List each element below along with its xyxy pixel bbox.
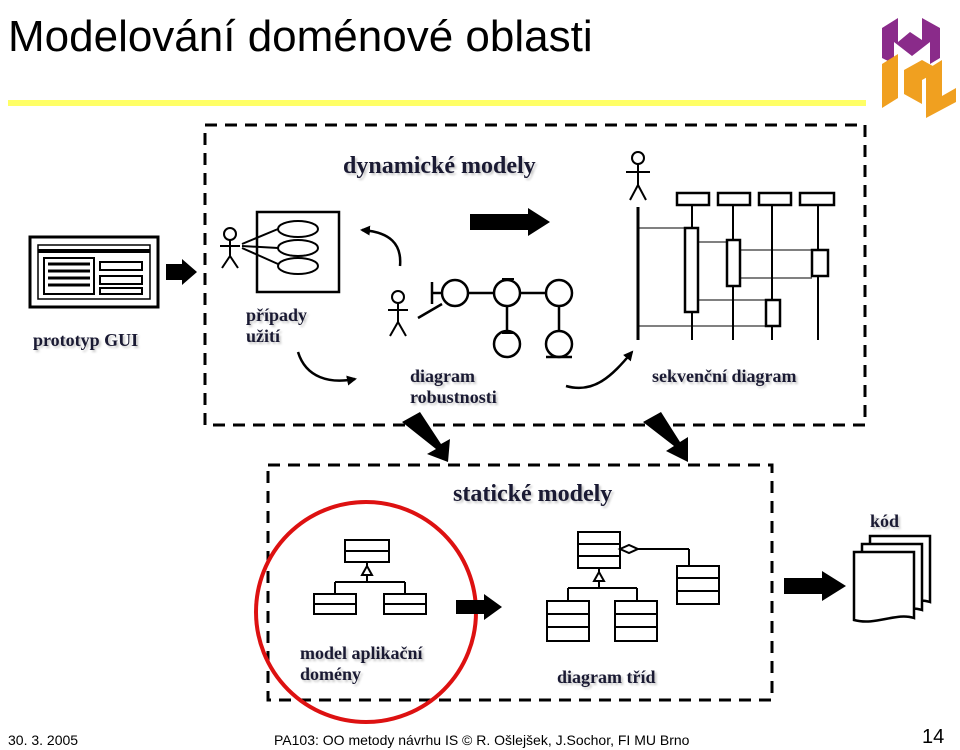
prototype-to-usecases-arrow [166,259,197,285]
gui-prototype-label: prototyp GUI [33,330,139,350]
robustness-diagram-icon [388,278,574,359]
use-cases-label: případy užití [246,305,308,346]
code-label: kód [870,511,900,531]
page-number: 14 [922,726,945,748]
dynamic-models-frame [203,123,867,427]
robustness-to-static-arrow [402,412,450,462]
robustness-to-sequence-arrow [565,350,634,390]
robustness-to-usecases-arrow [360,225,402,267]
sequence-to-static-arrow [643,412,688,462]
class-diagram-icon [546,531,720,642]
slide-title: Modelování doménové oblasti [8,12,593,61]
class-diagram-label: diagram tříd [557,667,656,687]
domain-model-label: model aplikační domény [300,643,423,684]
dynamic-models-label: dynamické modely [343,153,536,179]
domain-model-icon [313,539,427,615]
robustness-to-sequence-thick-arrow [470,208,550,236]
domain-to-class-arrow [456,594,502,620]
static-models-label: statické modely [453,481,613,507]
footer-date: 30. 3. 2005 [8,732,79,748]
sequence-diagram-icon [626,151,836,340]
use-case-diagram-icon [220,210,341,294]
robustness-diagram-label: diagram robustnosti [410,366,497,407]
gui-prototype-icon [28,235,160,309]
usecases-to-robustness-arrow [296,351,357,386]
title-underline [8,100,866,106]
code-documents-icon [852,534,932,623]
static-models-frame [266,463,774,702]
sequence-diagram-label: sekvenční diagram [652,366,797,386]
class-to-code-arrow [784,571,846,601]
highlight-ring [254,500,478,724]
uml-logo [882,18,956,118]
footer-course: PA103: OO metody návrhu IS © R. Ošlejšek… [274,732,690,748]
